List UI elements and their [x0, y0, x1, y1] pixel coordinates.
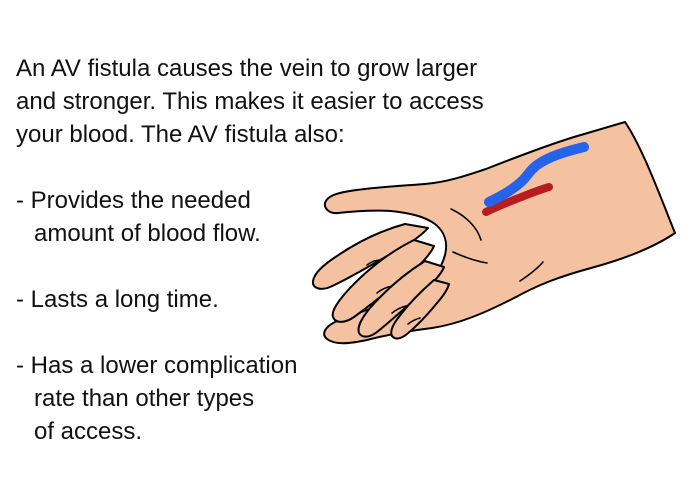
wrist-crease — [519, 261, 544, 282]
content-text: An AV fistula causes the vein to grow la… — [16, 52, 576, 448]
knuckle-line — [366, 259, 381, 266]
knuckle-line — [391, 305, 407, 314]
finger-little — [390, 279, 450, 340]
bullet-3-line-2: rate than other types — [34, 385, 255, 412]
vein-line — [484, 142, 589, 207]
arm-illustration-svg — [311, 121, 676, 345]
arm-hand-with-fistula-illustration-icon — [288, 110, 700, 370]
thumb-crease — [450, 208, 482, 241]
knuckle-line — [407, 317, 421, 325]
bullet-2-line-1: - Lasts a long time. — [16, 286, 219, 313]
bullet-3-line-3: of access. — [34, 418, 143, 445]
bullet-1-line-2: amount of blood flow. — [34, 220, 261, 247]
intro-line-1: An AV fistula causes the vein to grow la… — [16, 55, 478, 82]
bullet-3-line-1: - Has a lower complication — [16, 352, 298, 379]
intro-line-3: your blood. The AV fistula also: — [16, 121, 345, 148]
bullet-1-line-1: - Provides the needed — [16, 187, 251, 214]
artery-line — [482, 183, 553, 216]
knuckle-line — [376, 285, 393, 294]
palm-crease — [452, 251, 488, 264]
intro-line-2: and stronger. This makes it easier to ac… — [16, 88, 484, 115]
